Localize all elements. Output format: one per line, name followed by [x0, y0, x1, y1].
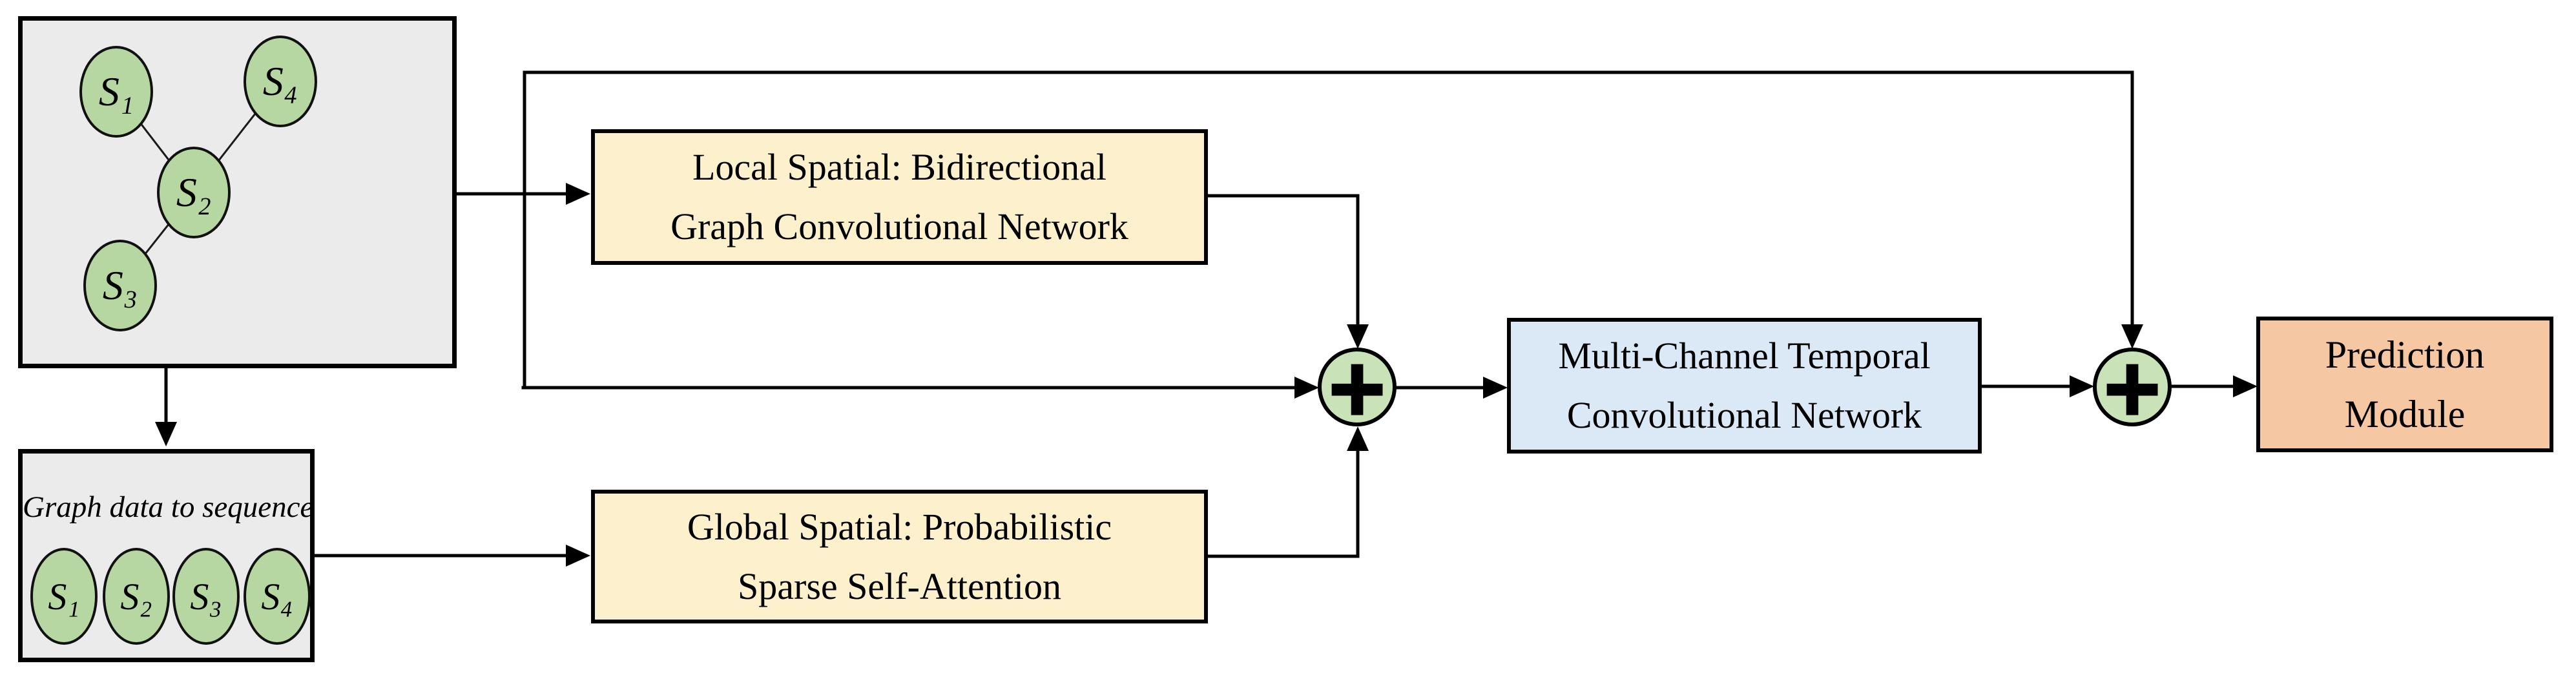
arrowhead-sum1-left	[1294, 377, 1319, 399]
sum2-circle: +	[2093, 341, 2172, 434]
sequence-node-s1-label: S₁	[48, 575, 80, 618]
plus-icon: +	[1324, 341, 1391, 434]
graph-node-s1-label: S₁	[98, 68, 134, 114]
prediction-module: Prediction Module	[2256, 317, 2553, 452]
arrowhead-sum2-left	[2070, 375, 2094, 397]
global-to-sum1-line	[1206, 449, 1360, 558]
sequence-node-s3: S₃	[172, 548, 240, 645]
arrowhead-into-prediction	[2233, 375, 2258, 397]
sequence-node-s1: S₁	[30, 548, 98, 645]
global-spatial-line2: Sparse Self-Attention	[738, 565, 1061, 607]
sequence-node-s2-label: S₂	[120, 575, 152, 618]
global-spatial-line1: Global Spatial: Probabilistic	[687, 505, 1112, 548]
graph-node-s4-label: S₄	[262, 58, 298, 104]
arrowhead-into-sequence	[155, 422, 177, 446]
arrowhead-into-global	[566, 545, 590, 567]
arrowhead-into-temporal	[1483, 377, 1508, 399]
sequence-node-s4-label: S₄	[261, 575, 293, 618]
graph-node-s2: S₂	[157, 147, 231, 238]
local-spatial-module: Local Spatial: Bidirectional Graph Convo…	[591, 129, 1208, 265]
local-spatial-line2: Graph Convolutional Network	[670, 205, 1128, 247]
sequence-node-s3-label: S₃	[190, 575, 222, 618]
sum1-circle: +	[1318, 341, 1397, 434]
graph-node-s3-label: S₃	[102, 262, 138, 308]
sequence-node-s4: S₄	[244, 548, 311, 645]
arrowhead-into-local	[566, 183, 590, 205]
temporal-module: Multi-Channel Temporal Convolutional Net…	[1507, 318, 1982, 454]
temporal-line2: Convolutional Network	[1566, 394, 1922, 436]
global-spatial-module: Global Spatial: Probabilistic Sparse Sel…	[591, 490, 1208, 623]
sequence-node-s2: S₂	[103, 548, 170, 645]
local-to-sum1-line	[1206, 194, 1360, 326]
graph-node-s1: S₁	[79, 46, 153, 138]
sequence-panel-title: Graph data to sequence	[23, 490, 314, 524]
prediction-line2: Module	[2344, 393, 2466, 435]
local-spatial-line1: Local Spatial: Bidirectional	[692, 146, 1107, 188]
temporal-line1: Multi-Channel Temporal	[1558, 335, 1931, 377]
prediction-line1: Prediction	[2325, 333, 2485, 376]
graph-node-s3: S₃	[83, 240, 157, 331]
graph-node-s4: S₄	[244, 36, 317, 127]
plus-icon: +	[2099, 341, 2166, 434]
graph-node-s2-label: S₂	[176, 169, 212, 215]
